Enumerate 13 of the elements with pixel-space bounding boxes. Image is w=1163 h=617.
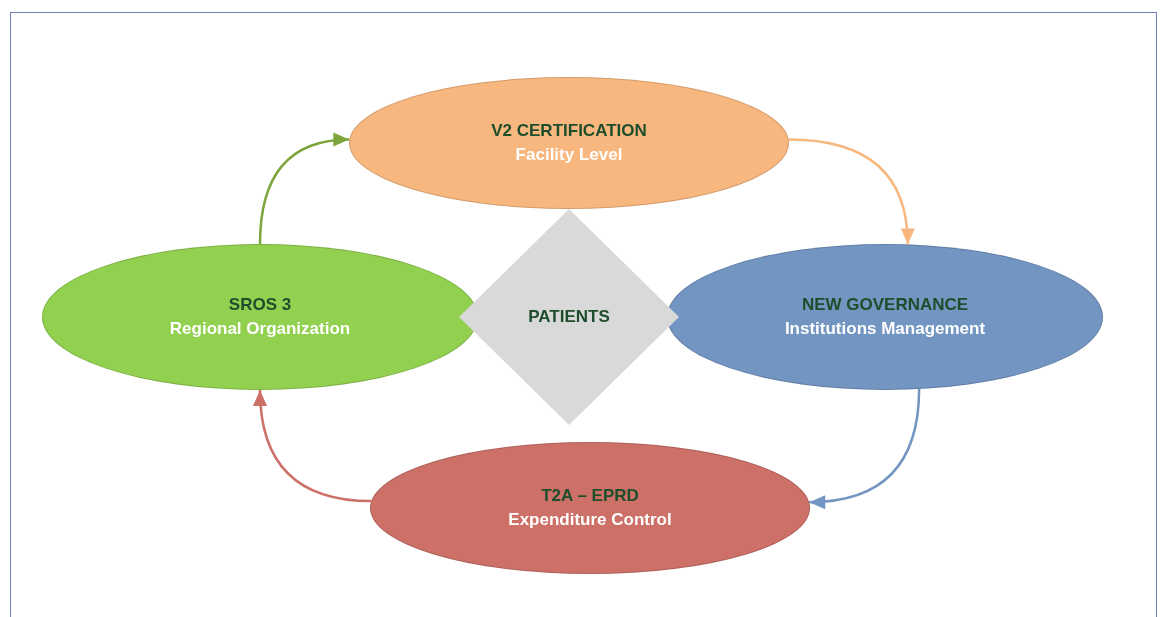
heading-text: T2A – EPRD: [541, 485, 639, 507]
subtitle-text: Regional Organization: [169, 318, 351, 340]
heading-text: SROS 3: [228, 294, 292, 316]
curved-arrow: [258, 133, 350, 245]
subtitle-text: Expenditure Control: [508, 509, 672, 531]
curved-arrow: [253, 389, 372, 503]
subtitle-text: Facility Level: [515, 144, 623, 166]
heading-text: PATIENTS: [528, 306, 610, 328]
curved-arrow: [809, 389, 921, 509]
curved-arrow: [788, 138, 914, 245]
subtitle-text: Institutions Management: [784, 318, 986, 340]
heading-text: V2 CERTIFICATION: [491, 120, 647, 142]
heading-text: NEW GOVERNANCE: [801, 294, 969, 316]
